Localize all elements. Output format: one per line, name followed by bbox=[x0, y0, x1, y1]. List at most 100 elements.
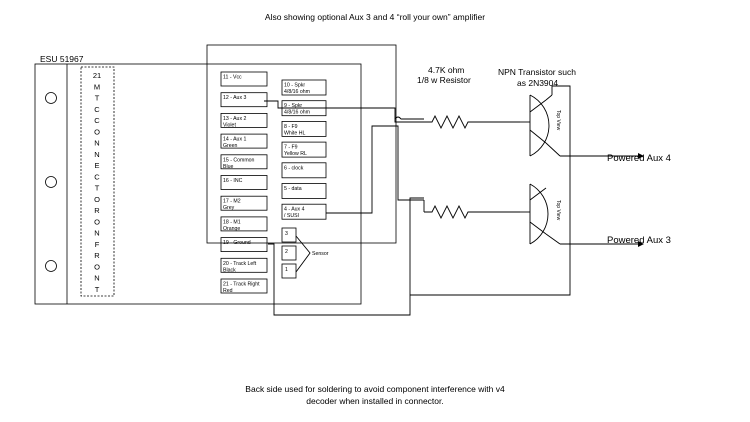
pin-label: 19 - Ground bbox=[223, 240, 251, 246]
header-text: Also showing optional Aux 3 and 4 “roll … bbox=[265, 12, 485, 22]
wire-crossover-top bbox=[394, 116, 424, 120]
pin-box bbox=[281, 162, 327, 179]
pin-label: 9 - Spkr bbox=[284, 103, 302, 109]
pin-box bbox=[281, 141, 327, 158]
pin-label: 10 - Spkr bbox=[284, 83, 305, 89]
connector-letter: O bbox=[94, 217, 100, 226]
connector-letter: O bbox=[94, 127, 100, 136]
aux3-output-arrow bbox=[638, 241, 644, 247]
pin-box bbox=[281, 121, 327, 137]
pin-box bbox=[220, 216, 268, 232]
pin-box bbox=[220, 195, 268, 211]
pin-label: White HL bbox=[284, 130, 305, 136]
top-view-label-bottom: Top View bbox=[555, 200, 561, 221]
resistor-label-line2: 1/8 w Resistor bbox=[417, 75, 471, 85]
connector-letter: O bbox=[94, 195, 100, 204]
pin-label: Violet bbox=[223, 122, 236, 128]
connector-letter: N bbox=[94, 274, 99, 283]
sensor-pin-group: 3 2 1 bbox=[281, 227, 297, 279]
board-label: ESU 51967 bbox=[40, 54, 84, 64]
sensor-bracket bbox=[295, 235, 311, 273]
decoder-board bbox=[34, 63, 362, 305]
footer-line2: decoder when installed in connector. bbox=[306, 396, 444, 406]
sensor-pin-label: 2 bbox=[285, 249, 288, 255]
pin-label: Red bbox=[223, 288, 233, 294]
connector-letter: F bbox=[95, 240, 100, 249]
pin-label: Green bbox=[223, 143, 238, 149]
pin-box bbox=[220, 257, 268, 273]
pin-label: 20 - Track Left bbox=[223, 261, 257, 267]
mounting-hole-bottom bbox=[45, 260, 57, 272]
connector-letter: N bbox=[94, 150, 99, 159]
output-label-aux4: Powered Aux 4 bbox=[607, 153, 671, 164]
connector-letter: T bbox=[95, 285, 100, 294]
connector-letter: 21 bbox=[93, 71, 101, 80]
pin-label: 13 - Aux 2 bbox=[223, 116, 246, 122]
connector-letter: N bbox=[94, 229, 99, 238]
connector-letter: N bbox=[94, 139, 99, 148]
top-view-label-top: Top View bbox=[555, 110, 561, 131]
pin-box bbox=[220, 133, 268, 149]
pin-box bbox=[220, 71, 268, 87]
pin-box bbox=[281, 203, 327, 220]
pin-box bbox=[220, 113, 268, 128]
pin-label: 4/8/16 ohm bbox=[284, 89, 310, 95]
pin-label: 17 - M2 bbox=[223, 199, 241, 205]
pin-label: 8 - F9 bbox=[284, 124, 298, 130]
transistor-label-line1: NPN Transistor such bbox=[498, 67, 576, 77]
aux4-output-arrow bbox=[638, 153, 644, 159]
transistor-bottom: Top View bbox=[520, 183, 561, 245]
sensor-pin-box bbox=[281, 227, 297, 243]
connector-letter: R bbox=[94, 206, 100, 215]
pin-label: 6 - clock bbox=[284, 165, 304, 171]
sensor-pin-label: 3 bbox=[285, 231, 288, 237]
transistor-label-line2: as 2N3904 bbox=[517, 78, 558, 88]
pin-label: 4 - Aux 4 bbox=[284, 207, 305, 213]
connector-letter: T bbox=[95, 94, 100, 103]
pin-box bbox=[220, 154, 268, 170]
pin-label: Black bbox=[223, 267, 236, 273]
connector-letter: O bbox=[94, 262, 100, 271]
mtc-connector bbox=[80, 66, 115, 297]
resistor-top bbox=[424, 114, 520, 130]
transistor-top-emitter-wire bbox=[410, 85, 571, 296]
pin-box bbox=[220, 175, 268, 190]
pin-label: 21 - Track Right bbox=[223, 282, 260, 288]
sensor-pin-box bbox=[281, 263, 297, 279]
pin-label: 18 - M1 bbox=[223, 219, 241, 225]
resistor-label-line1: 4.7K ohm bbox=[428, 65, 464, 75]
connector-letter: C bbox=[94, 116, 100, 125]
pin-label: Yellow RL bbox=[284, 151, 307, 157]
mounting-hole-middle bbox=[45, 176, 57, 188]
output-label-aux3: Powered Aux 3 bbox=[607, 235, 671, 246]
pin-label: 12 - Aux 3 bbox=[223, 95, 246, 101]
footer-line1: Back side used for soldering to avoid co… bbox=[245, 384, 505, 394]
pin-box bbox=[220, 278, 268, 294]
pin-box bbox=[220, 92, 268, 108]
connector-letter: T bbox=[95, 184, 100, 193]
pin-label: 5 - data bbox=[284, 186, 302, 192]
pin-label: 14 - Aux 1 bbox=[223, 137, 246, 143]
pin-label: 16 - INC bbox=[223, 178, 243, 184]
sensor-pin-label: 1 bbox=[285, 267, 288, 273]
resistor-bottom bbox=[424, 204, 520, 220]
connector-letter: R bbox=[94, 251, 100, 260]
pin-box bbox=[281, 183, 327, 199]
pin-label: Grey bbox=[223, 205, 235, 211]
aux3-wire bbox=[264, 100, 424, 123]
ground-wire bbox=[268, 197, 424, 316]
sensor-label: Sensor bbox=[312, 251, 329, 257]
pin-label: 15 - Common bbox=[223, 157, 255, 163]
pin-label: Blue bbox=[223, 164, 233, 170]
sensor-pin-box bbox=[281, 245, 297, 261]
pin-label: 11 - Vcc bbox=[223, 75, 242, 81]
transistor-top: Top View bbox=[520, 94, 561, 157]
mounting-hole-top bbox=[45, 92, 57, 104]
aux4-wire bbox=[326, 125, 424, 214]
pin-label: / SUSI bbox=[284, 213, 299, 219]
connector-letter: E bbox=[94, 161, 99, 170]
pin-label: Orange bbox=[223, 226, 240, 232]
